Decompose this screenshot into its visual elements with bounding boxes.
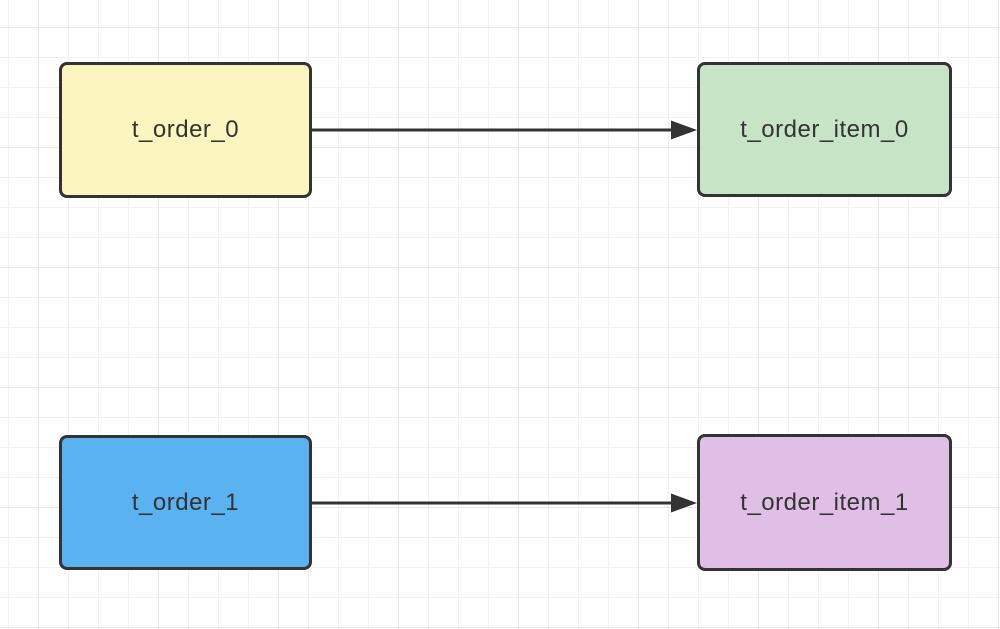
edge-arrow-t-order-1-to-t-order-item-1 [312,493,697,513]
node-label-t-order-item-1: t_order_item_1 [740,488,909,516]
node-t-order-1: t_order_1 [59,435,312,570]
node-label-t-order-item-0: t_order_item_0 [740,115,909,143]
node-t-order-0: t_order_0 [59,62,312,198]
edge-arrowhead-icon [671,493,697,513]
node-label-t-order-1: t_order_1 [131,488,240,516]
node-t-order-item-0: t_order_item_0 [697,62,952,197]
node-label-t-order-0: t_order_0 [131,116,240,143]
edge-arrowhead-icon [671,120,697,140]
edge-arrow-t-order-0-to-t-order-item-0 [312,120,697,140]
node-t-order-item-1: t_order_item_1 [697,434,952,571]
